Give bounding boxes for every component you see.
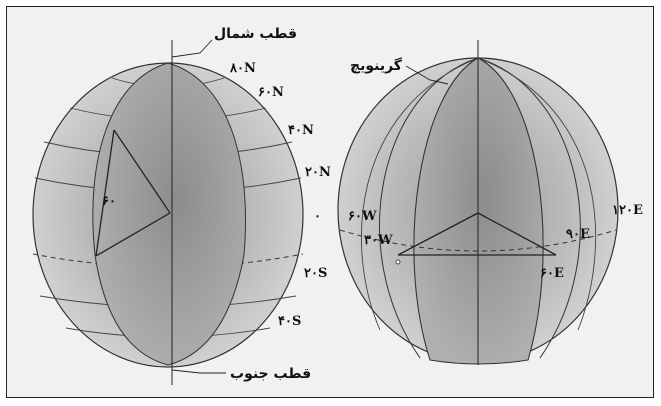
point-30w-marker — [396, 260, 400, 264]
equator-label: ۰ — [314, 209, 321, 224]
north-pole-pointer — [172, 40, 212, 57]
lat-20s-label: ۲۰S — [304, 266, 327, 281]
left-globe: قطب شمال قطب جنوب ۸۰N ۶۰N ۴۰N ۲۰N ۰ ۲۰S … — [33, 26, 331, 385]
south-pole-label: قطب جنوب — [230, 366, 311, 382]
south-pole-pointer — [172, 370, 226, 373]
lat-80n-label: ۸۰N — [229, 61, 256, 76]
lat-20n-label: ۲۰N — [305, 165, 331, 180]
lon-120e-label: ۱۲۰E — [612, 203, 643, 218]
lon-90e-label: ۹۰E — [566, 227, 590, 242]
lon-30w-label: ۳۰W — [364, 233, 393, 248]
lat-40s-label: ۴۰S — [278, 314, 301, 329]
lon-60w-label: ۶۰W — [348, 209, 377, 224]
lat-40n-label: ۴۰N — [288, 123, 314, 138]
lat-60n-label: ۶۰N — [258, 85, 284, 100]
right-globe: گرینویچ ۶۰W ۳۰W ۹۰E ۶۰E ۱۲۰E — [338, 40, 643, 365]
lon-60e-label: ۶۰E — [540, 266, 564, 281]
greenwich-label: گرینویچ — [350, 57, 403, 74]
angle-60-label: ۶۰ — [102, 194, 116, 209]
north-pole-label: قطب شمال — [214, 26, 297, 42]
